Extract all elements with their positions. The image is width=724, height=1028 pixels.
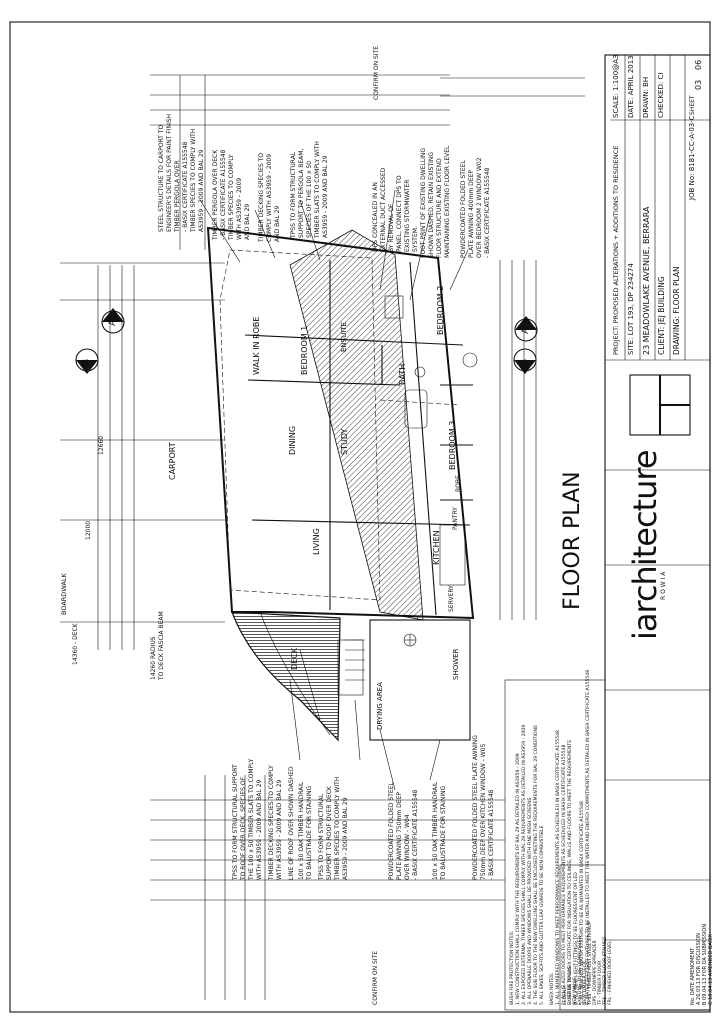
drying-area [369, 619, 471, 741]
section-marker-a-right [514, 316, 538, 342]
leader-lines [199, 189, 469, 791]
legend-box [559, 864, 606, 1011]
section-marker-a-top [101, 308, 125, 334]
existing-wall-hatch [289, 229, 424, 621]
steps [345, 639, 365, 681]
section-marker-b-top [75, 348, 99, 374]
notes-box [504, 679, 606, 1011]
bath-fixtures [384, 295, 478, 586]
deck-area [231, 611, 364, 742]
section-marker-b-right [513, 348, 537, 374]
title-block [604, 54, 711, 1011]
dimension-lines [60, 74, 585, 1000]
building-outline [206, 226, 475, 621]
